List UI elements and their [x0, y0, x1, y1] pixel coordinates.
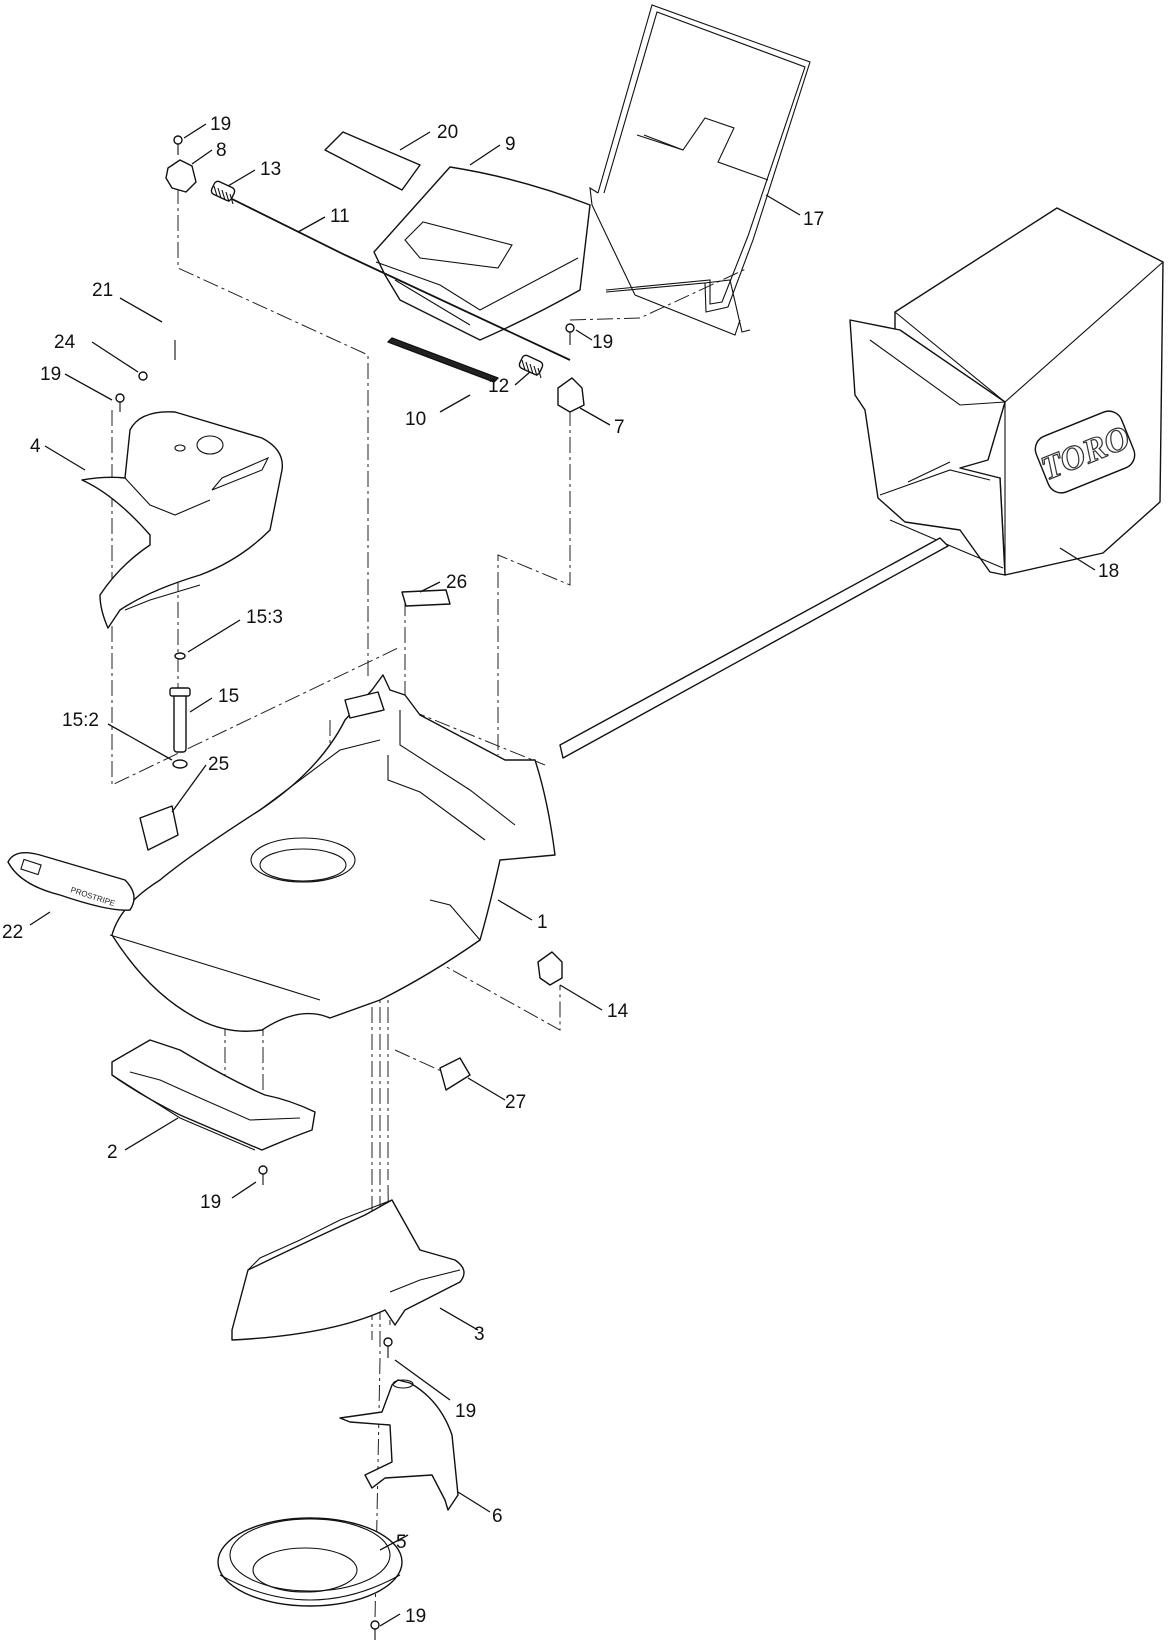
callout-labels: 19 8 13 11 20 9 17 19 12 10 7 18 21 24 1…	[2, 114, 1119, 1627]
callout-26: 26	[446, 572, 467, 593]
callout-13: 13	[260, 159, 281, 180]
decal-part-20	[324, 131, 421, 191]
callout-19: 19	[200, 1192, 221, 1213]
spring-part-12	[518, 354, 544, 379]
callout-4: 4	[30, 436, 41, 457]
callout-14: 14	[607, 1001, 629, 1022]
seal-part-10	[387, 337, 499, 383]
callout-2: 2	[107, 1142, 118, 1163]
callout-7: 7	[614, 417, 625, 438]
callout-19: 19	[592, 332, 613, 353]
clip-part-14	[537, 951, 563, 986]
callout-9: 9	[505, 134, 516, 155]
callout-1: 1	[537, 912, 548, 933]
leader-lines	[29, 123, 1096, 1627]
callout-12: 12	[488, 376, 509, 397]
callout-19: 19	[405, 1606, 426, 1627]
hinge-bracket-part-8	[165, 159, 197, 193]
washer-part-15-2	[172, 759, 188, 769]
pin-part-15	[169, 687, 191, 753]
rod-part-11	[229, 197, 571, 361]
callout-6: 6	[492, 1506, 503, 1527]
grass-bag-part-18: TORO	[559, 207, 1164, 759]
decal-part-25	[139, 805, 179, 851]
callout-15-2: 15:2	[62, 710, 99, 731]
callout-5: 5	[396, 1532, 407, 1553]
chute-cover-part-4	[81, 411, 284, 629]
bag-frame-part-17	[589, 4, 811, 336]
callout-27: 27	[505, 1092, 526, 1113]
bracket-part-6	[339, 1379, 459, 1511]
callout-8: 8	[216, 140, 227, 161]
callout-22: 22	[2, 922, 23, 943]
callout-24: 24	[54, 332, 76, 353]
front-bumper-part-2	[111, 1039, 316, 1151]
callout-20: 20	[437, 122, 458, 143]
baffle-part-3	[231, 1199, 465, 1341]
decal-part-22: PROSTRIPE	[7, 852, 135, 911]
callout-19: 19	[40, 364, 61, 385]
callout-10: 10	[405, 409, 426, 430]
callout-19: 19	[455, 1401, 476, 1422]
callout-15: 15	[218, 686, 239, 707]
callout-25: 25	[208, 754, 229, 775]
ring-part-5	[217, 1517, 403, 1607]
callout-3: 3	[474, 1324, 485, 1345]
callout-19: 19	[210, 114, 231, 135]
callout-17: 17	[803, 209, 824, 230]
callout-21: 21	[92, 280, 113, 301]
decal-part-26	[401, 589, 451, 607]
fasteners	[115, 135, 575, 1640]
washer-part-15-3	[174, 652, 186, 660]
callout-11: 11	[330, 206, 350, 227]
rear-door-part-9	[373, 166, 591, 341]
hinge-bracket-part-7	[557, 377, 585, 413]
decal-part-27	[439, 1057, 471, 1091]
callout-15-3: 15:3	[246, 607, 283, 628]
mower-deck-part-1	[109, 674, 556, 1032]
callout-18: 18	[1098, 561, 1119, 582]
